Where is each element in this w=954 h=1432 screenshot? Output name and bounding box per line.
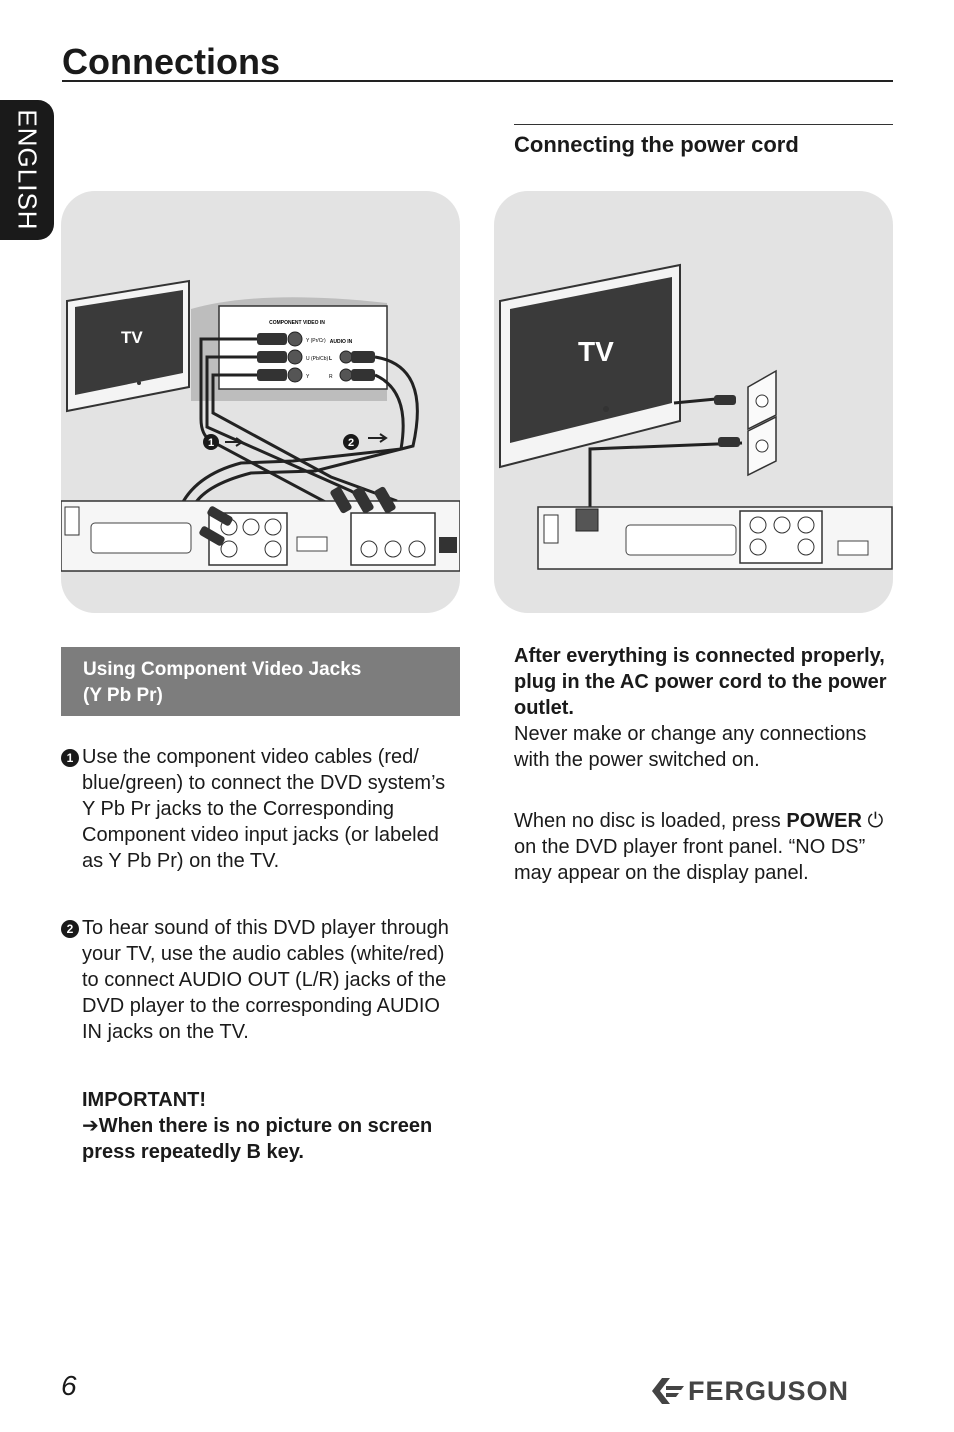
step-marker-1: 1 bbox=[203, 434, 244, 450]
power-cables bbox=[588, 397, 743, 517]
no-disc-note: When no disc is loaded, press POWER ⏻ on… bbox=[514, 810, 884, 884]
ferguson-logo: FERGUSON bbox=[648, 1374, 892, 1408]
dvd-player-rear bbox=[61, 486, 460, 572]
important-label: IMPORTANT! bbox=[82, 1089, 207, 1111]
important-text: When there is no picture on screen press… bbox=[82, 1115, 433, 1163]
power-key-label: POWER bbox=[786, 810, 862, 832]
step-1-text: Use the component video cables (red/ blu… bbox=[82, 746, 446, 872]
audio-in-label: AUDIO IN bbox=[330, 339, 353, 345]
svg-text:1: 1 bbox=[208, 437, 214, 449]
arrow-icon: ➔ bbox=[82, 1115, 99, 1137]
language-tab-label: ENGLISH bbox=[12, 109, 43, 231]
jack-panel-title: COMPONENT VIDEO IN bbox=[269, 320, 325, 326]
power-icon: ⏻ bbox=[867, 810, 884, 832]
power-connection-figure: TV bbox=[494, 191, 893, 613]
audio-r-label: R bbox=[329, 374, 333, 380]
svg-text:2: 2 bbox=[348, 437, 354, 449]
title-divider bbox=[62, 80, 893, 82]
page-title: Connections bbox=[62, 41, 281, 82]
tv-label: TV bbox=[578, 336, 614, 367]
tv-illustration: TV bbox=[66, 279, 190, 413]
jack-y-label: Y (Pr/Cr) bbox=[306, 338, 326, 344]
audio-l-label: L bbox=[329, 356, 332, 362]
tv-jack-panel: COMPONENT VIDEO IN AUDIO IN Y (Pr/Cr) U … bbox=[191, 297, 388, 401]
brand-name: FERGUSON bbox=[688, 1376, 850, 1406]
step-2-number: 2 bbox=[61, 920, 79, 938]
step-2-text: To hear sound of this DVD player through… bbox=[82, 917, 449, 1043]
important-note: IMPORTANT! ➔When there is no picture on … bbox=[82, 1087, 460, 1165]
page-number: 6 bbox=[61, 1370, 77, 1401]
component-section-header: Using Component Video Jacks (Y Pb Pr) bbox=[61, 647, 460, 716]
component-connection-figure: TV COMPONENT VIDEO IN AUDIO IN Y (Pr/Cr)… bbox=[61, 191, 460, 613]
power-cord-heading: Connecting the power cord bbox=[514, 132, 799, 157]
section-divider bbox=[514, 124, 893, 125]
step-1: 1 Use the component video cables (red/ b… bbox=[61, 744, 460, 874]
step-1-number: 1 bbox=[61, 749, 79, 767]
jack-v-label: Y bbox=[306, 374, 310, 380]
jack-u-label: U (Pb/Cb) bbox=[306, 356, 329, 362]
language-tab: ENGLISH bbox=[0, 100, 54, 240]
tv-label: TV bbox=[121, 328, 143, 347]
brand-mark-icon bbox=[652, 1378, 684, 1404]
tv-illustration: TV bbox=[499, 263, 681, 469]
step-marker-2: 2 bbox=[343, 433, 388, 450]
wall-outlet bbox=[747, 369, 777, 477]
power-instructions: After everything is connected properly, … bbox=[514, 643, 896, 773]
dvd-player-rear bbox=[537, 506, 893, 570]
component-section-title: Using Component Video Jacks (Y Pb Pr) bbox=[83, 659, 362, 706]
power-instruction-bold: After everything is connected properly, … bbox=[514, 645, 887, 719]
power-warning: Never make or change any connections wit… bbox=[514, 723, 867, 771]
step-2: 2 To hear sound of this DVD player throu… bbox=[61, 915, 460, 1045]
